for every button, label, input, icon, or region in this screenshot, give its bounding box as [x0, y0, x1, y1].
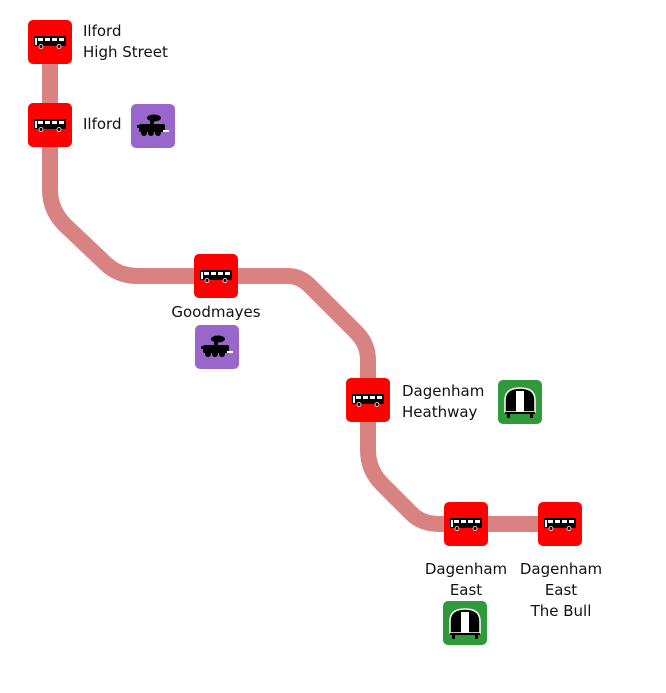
national-rail-connection-goodmayes[interactable] — [195, 325, 239, 369]
stop-label-line: Heathway — [402, 403, 478, 421]
steam-train-icon — [201, 335, 233, 357]
tube-train-icon — [449, 608, 481, 639]
stop-label-line: The Bull — [530, 602, 592, 620]
national-rail-connection-ilford[interactable] — [131, 104, 175, 148]
stop-label-line: Dagenham — [402, 382, 485, 400]
bus-icon — [34, 119, 66, 132]
stop-label-dagenham-heathway: Dagenham Heathway — [402, 381, 484, 423]
bus-icon — [200, 270, 232, 283]
stop-label-line: Ilford — [83, 115, 122, 133]
tube-train-icon — [504, 387, 536, 418]
stop-label-goodmayes: Goodmayes — [166, 302, 266, 323]
stop-label-line: Dagenham — [424, 560, 508, 578]
stop-label-line: Goodmayes — [171, 303, 261, 321]
bus-icon — [352, 394, 384, 407]
stop-label-ilford-high-street: Ilford High Street — [83, 21, 168, 63]
bus-stop-dagenham-heathway[interactable] — [346, 378, 390, 422]
bus-stop-ilford-high-street[interactable] — [28, 20, 72, 64]
bus-icon — [544, 518, 576, 531]
bus-stop-dagenham-east[interactable] — [444, 502, 488, 546]
steam-train-icon — [137, 114, 169, 136]
stop-label-line: East — [544, 581, 578, 599]
underground-connection-dagenham-heathway[interactable] — [498, 380, 542, 424]
stop-label-dagenham-east: Dagenham East — [416, 559, 516, 601]
stop-label-line: High Street — [83, 43, 168, 61]
bus-stop-goodmayes[interactable] — [194, 254, 238, 298]
bus-icon — [34, 36, 66, 49]
bus-icon — [450, 518, 482, 531]
bus-stop-ilford[interactable] — [28, 103, 72, 147]
stop-label-dagenham-east-the-bull: Dagenham East The Bull — [511, 559, 611, 622]
stop-label-ilford: Ilford — [83, 114, 121, 135]
stop-label-line: East — [449, 581, 483, 599]
route-path — [42, 42, 560, 532]
bus-stop-dagenham-east-the-bull[interactable] — [538, 502, 582, 546]
underground-connection-dagenham-east[interactable] — [443, 601, 487, 645]
stop-label-line: Dagenham — [519, 560, 603, 578]
stop-label-line: Ilford — [83, 22, 122, 40]
